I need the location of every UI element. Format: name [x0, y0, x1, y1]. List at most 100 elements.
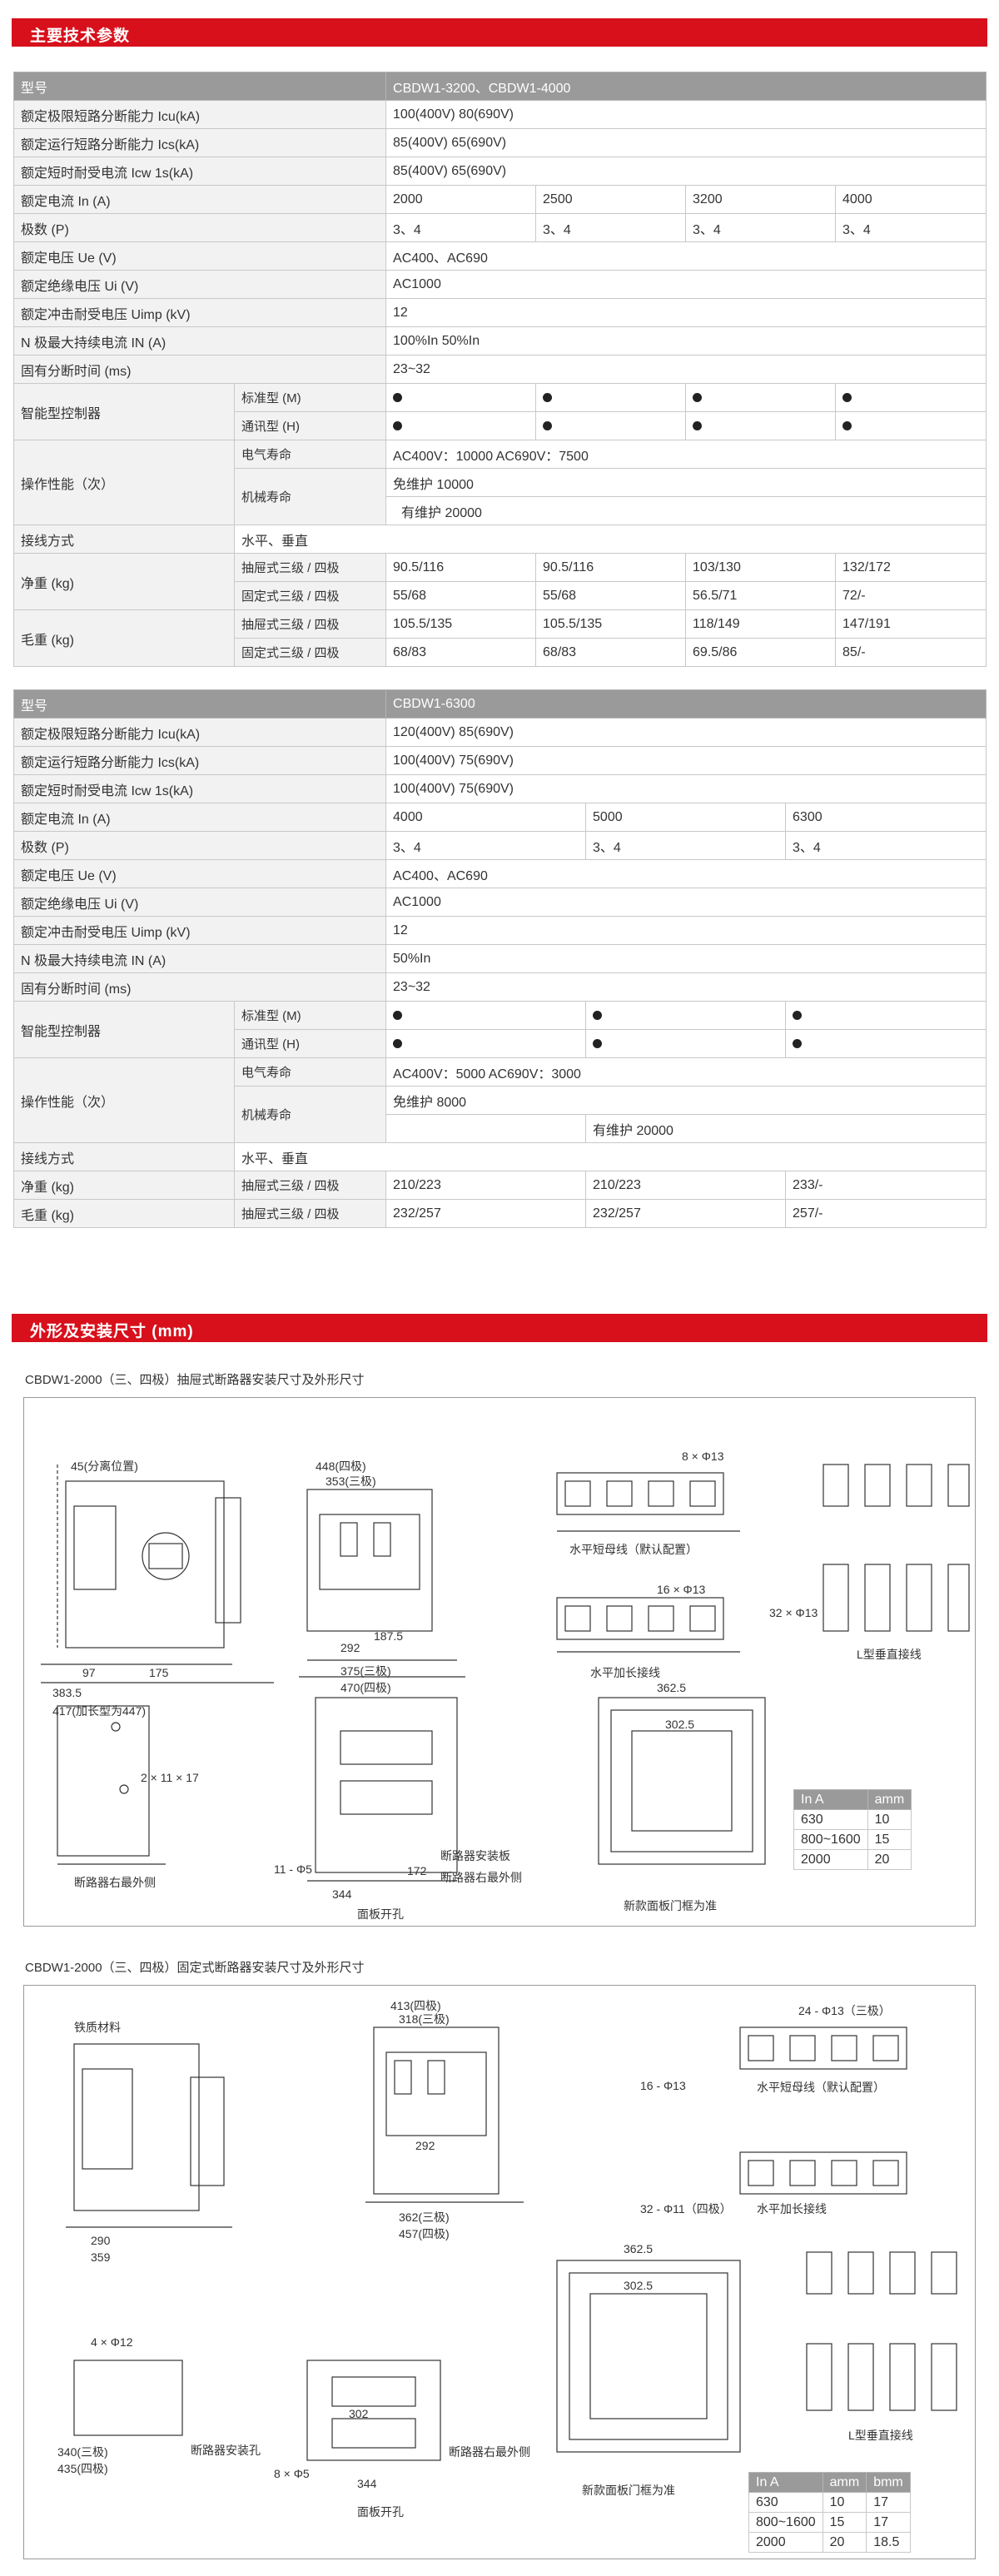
cell: 105.5/135	[385, 609, 537, 639]
row-label: 额定电压 Ue (V)	[12, 241, 387, 271]
dim-label: 32 - Φ11（四极）	[640, 2202, 732, 2215]
cell: 50%In	[385, 944, 987, 973]
table-row: 毛重 (kg) 抽屉式三级 / 四极 105.5/135 105.5/135 1…	[13, 609, 987, 667]
bus-ext-label: 水平加长接线	[757, 2202, 827, 2215]
dim-label: 359	[91, 2250, 111, 2264]
cell: 3、4	[585, 831, 787, 860]
dim-label: 175	[149, 1666, 169, 1679]
mini-cell: 800~1600	[748, 2512, 823, 2533]
table-row: 固定式三级 / 四极 68/83 68/83 69.5/86 85/-	[14, 638, 987, 667]
row-label: N 极最大持续电流 IN (A)	[12, 944, 387, 973]
cell	[685, 383, 837, 412]
dim-label: 8 × Φ13	[682, 1450, 724, 1463]
table-row: 额定绝缘电压 Ui (V) AC1000	[12, 270, 987, 299]
mount-hole-label: 断路器安装孔	[191, 2444, 261, 2457]
sub-label: 电气寿命	[233, 1057, 387, 1087]
dim-label: 97	[82, 1666, 96, 1679]
mini-cell: 18.5	[866, 2532, 911, 2553]
mini-cell: 10	[867, 1809, 912, 1830]
cell: 有维护 20000	[585, 1114, 987, 1143]
spec-table-6300: 型号 CBDW1-6300 额定极限短路分断能力 Icu(kA) 120(400…	[12, 689, 987, 1228]
mini-header: amm	[822, 2472, 867, 2493]
cell: 3、4	[785, 831, 987, 860]
mini-cell: 17	[866, 2492, 911, 2513]
mini-cell: 20	[867, 1849, 912, 1870]
bullet-icon	[693, 420, 703, 430]
table-header-row: 型号 CBDW1-3200、CBDW1-4000	[12, 72, 987, 101]
mini-cell: 20	[822, 2532, 867, 2553]
dim-label: 292	[415, 2139, 435, 2152]
drawing1-svg	[41, 1464, 970, 1882]
table-row: N 极最大持续电流 IN (A) 50%In	[12, 944, 987, 973]
cell: 有维护 20000	[385, 496, 987, 525]
cell: 90.5/116	[385, 553, 537, 582]
cell: AC400、AC690	[385, 859, 987, 888]
dim-label: 435(四极)	[57, 2462, 108, 2475]
cell: 100(400V) 75(690V)	[385, 774, 987, 803]
cell: 水平、垂直	[233, 525, 987, 554]
sub-label: 固定式三级 / 四极	[233, 581, 387, 610]
dim-label: 302.5	[624, 2279, 654, 2292]
row-label: 毛重 (kg)	[13, 1199, 235, 1228]
cell: 4000	[835, 185, 987, 214]
cell	[835, 411, 987, 440]
cell: 257/-	[785, 1199, 987, 1228]
bullet-icon	[593, 1038, 603, 1048]
sub-label: 机械寿命	[233, 1086, 387, 1143]
cell: 3、4	[385, 831, 587, 860]
dim-label: 187.5	[374, 1629, 404, 1643]
row-label: 极数 (P)	[12, 213, 387, 242]
sub-label: 标准型 (M)	[233, 383, 387, 412]
dim-label: 16 × Φ13	[657, 1583, 706, 1596]
table-row: 通讯型 (H)	[14, 411, 987, 440]
door-frame-label: 新款面板门框为准	[624, 1899, 717, 1912]
table-row: 固有分断时间 (ms) 23~32	[12, 355, 987, 384]
table-row: 净重 (kg) 抽屉式三级 / 四极 90.5/116 90.5/116 103…	[13, 553, 987, 610]
dim-label: 318(三极)	[399, 2012, 450, 2026]
cell: AC400V：5000 AC690V：3000	[385, 1057, 987, 1087]
cell: 3、4	[685, 213, 837, 242]
material-label: 铁质材料	[74, 2021, 121, 2034]
right-outer-label: 断路器右最外侧	[449, 2445, 530, 2459]
cell: 105.5/135	[535, 609, 687, 639]
cell: 147/191	[835, 609, 987, 639]
bullet-icon	[693, 392, 703, 402]
cell: 4000	[385, 803, 587, 832]
dimensions-section-title: 外形及安装尺寸 (mm)	[12, 1314, 987, 1342]
door-frame-label: 新款面板门框为准	[582, 2484, 675, 2497]
row-label: 额定极限短路分断能力 Icu(kA)	[12, 100, 387, 129]
cell: 5000	[585, 803, 787, 832]
cell: 56.5/71	[685, 581, 837, 610]
cell: 水平、垂直	[233, 1142, 987, 1171]
row-label: 额定短时耐受电流 Icw 1s(kA)	[12, 774, 387, 803]
row-label: 极数 (P)	[12, 831, 387, 860]
dim-label: 16 - Φ13	[640, 2079, 686, 2092]
row-label: 额定运行短路分断能力 Ics(kA)	[12, 746, 387, 775]
row-label: 固有分断时间 (ms)	[12, 972, 387, 1002]
table-row: 机械寿命 免维护 10000	[14, 468, 987, 525]
table-row: 额定运行短路分断能力 Ics(kA) 85(400V) 65(690V)	[12, 128, 987, 157]
dim-label: 457(四极)	[399, 2227, 450, 2240]
table-row: 额定短时耐受电流 Icw 1s(kA) 100(400V) 75(690V)	[12, 774, 987, 803]
dim-label: 362(三极)	[399, 2210, 450, 2224]
cell: 6300	[785, 803, 987, 832]
cell: 免维护 8000	[385, 1086, 987, 1115]
row-label: 接线方式	[13, 525, 235, 554]
table-header-row: 型号 CBDW1-6300	[12, 689, 987, 719]
cell: 12	[385, 916, 987, 945]
row-label: 额定电流 In (A)	[12, 803, 387, 832]
row-label: 额定极限短路分断能力 Icu(kA)	[12, 718, 387, 747]
bullet-icon	[543, 420, 553, 430]
dim-label: 2 × 11 × 17	[141, 1771, 199, 1784]
table-row: 额定极限短路分断能力 Icu(kA) 120(400V) 85(690V)	[12, 718, 987, 747]
dim-label: 172	[407, 1864, 427, 1877]
cell: 2500	[535, 185, 687, 214]
cell: 55/68	[535, 581, 687, 610]
row-label: 操作性能（次）	[13, 1057, 235, 1143]
bullet-icon	[543, 392, 553, 402]
cell: AC1000	[385, 270, 987, 299]
row-label: 额定绝缘电压 Ui (V)	[12, 888, 387, 917]
dim-label: 344	[357, 2477, 377, 2490]
